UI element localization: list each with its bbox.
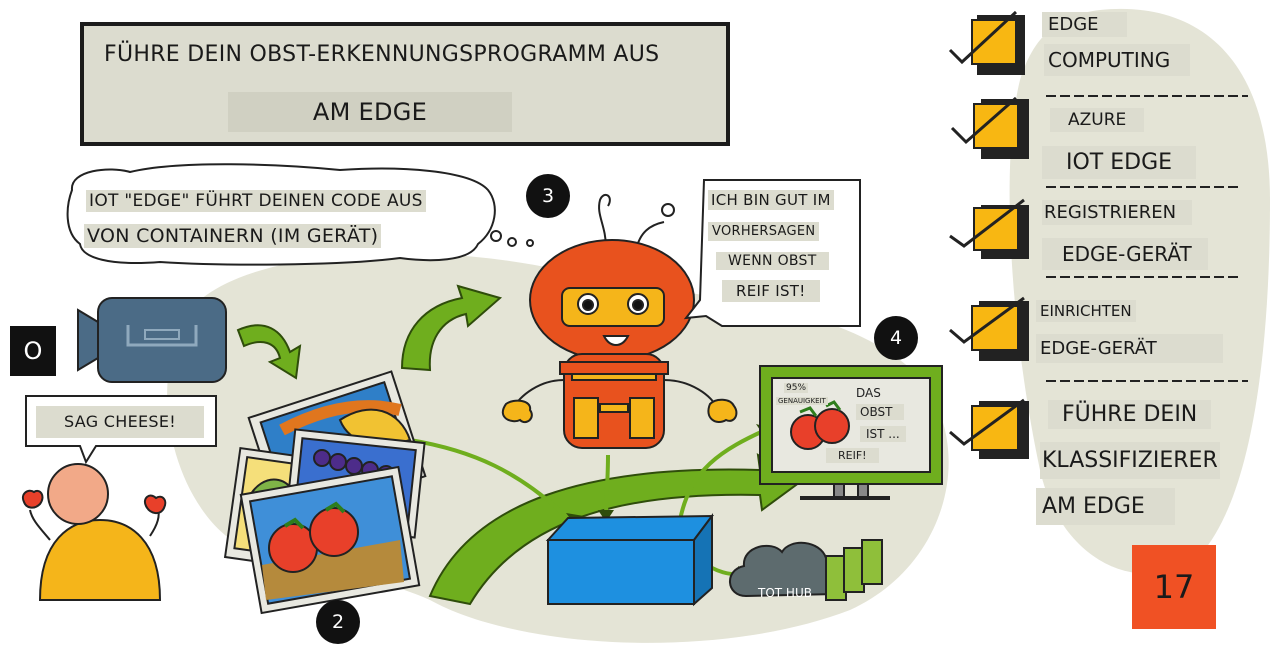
camera-icon	[77, 297, 227, 383]
step3-line2: EDGE-GERÄT	[1042, 238, 1208, 270]
monitor-line3: IST ...	[860, 426, 906, 442]
step-badge-3: 3	[526, 174, 570, 218]
title-line1: FÜHRE DEIN OBST-ERKENNUNGSPROGRAMM AUS	[104, 42, 660, 67]
robot-speech-line4: REIF IST!	[722, 280, 820, 302]
step4-line1: EINRICHTEN	[1036, 300, 1136, 322]
step3-line1: REGISTRIEREN	[1042, 200, 1193, 225]
step-badge-4: 4	[874, 316, 918, 360]
step5-line1: FÜHRE DEIN	[1048, 400, 1212, 429]
thought-bubble-outline	[66, 163, 496, 266]
thought-dot	[507, 237, 517, 247]
robot-speech-line1: ICH BIN GUT IM	[708, 190, 834, 210]
photo-stack-icon	[223, 370, 427, 615]
person-speech-text: SAG CHEESE!	[36, 406, 204, 438]
step5-line2: KLASSIFIZIERER	[1040, 442, 1220, 479]
thought-dot	[490, 230, 502, 242]
monitor-line4: REIF!	[826, 448, 879, 463]
server-stack-icon	[825, 539, 883, 601]
step2-line2: IOT EDGE	[1042, 146, 1197, 179]
monitor-line2: OBST	[856, 404, 905, 420]
robot-speech-line2: VORHERSAGEN	[708, 222, 820, 241]
step1-line1: EDGE	[1042, 12, 1127, 37]
step2-line1: AZURE	[1050, 108, 1145, 132]
step-badge-2: 2	[316, 600, 360, 644]
container-box-icon	[545, 513, 715, 607]
step1-line2: COMPUTING	[1044, 44, 1191, 76]
monitor-confidence-label: GENAUIGKEIT	[776, 397, 828, 405]
robot-speech-line3: WENN OBST	[716, 252, 829, 270]
camera-label: O	[10, 326, 56, 376]
cloud-label: TOT HUB	[758, 586, 812, 600]
robot-icon	[501, 193, 738, 449]
lesson-number-badge: 17	[1132, 545, 1216, 629]
thought-dot	[526, 239, 534, 247]
monitor-confidence: 95%	[784, 383, 809, 393]
monitor-line1: DAS	[856, 386, 881, 400]
thought-line2: VON CONTAINERN (IM GERÄT)	[84, 224, 382, 248]
step4-line2: EDGE-GERÄT	[1036, 334, 1223, 363]
title-line2: AM EDGE	[228, 92, 512, 132]
thought-line1: IOT "EDGE" FÜHRT DEINEN CODE AUS	[86, 190, 426, 212]
step5-line3: AM EDGE	[1036, 488, 1175, 525]
person-icon	[22, 463, 167, 601]
